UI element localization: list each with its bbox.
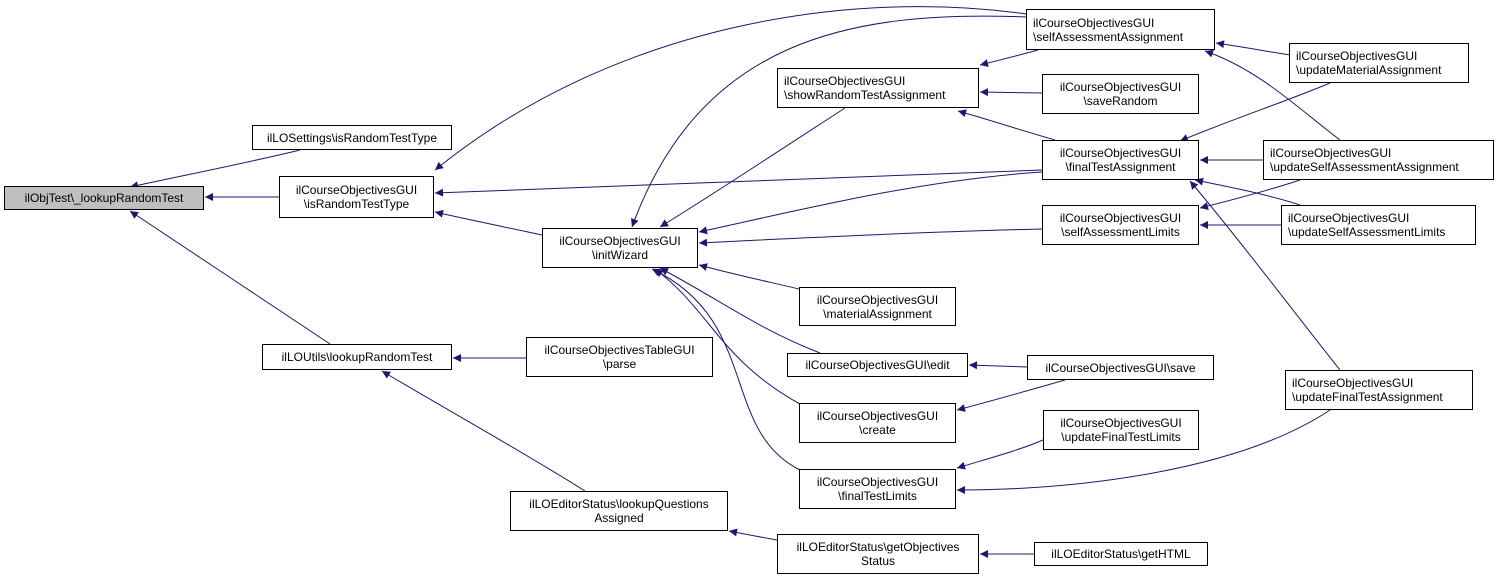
node-label-line: ilCourseObjectivesGUI <box>1060 416 1182 430</box>
call-edge-n18-n8 <box>1204 49 1341 141</box>
node-label-line: \updateFinalTestAssignment <box>1292 390 1443 404</box>
node-label-line: ilCourseObjectivesGUI <box>559 234 681 248</box>
node-label-line: ilCourseObjectivesGUI <box>1292 376 1414 390</box>
function-node[interactable]: ilCourseObjectivesTableGUI\parse <box>526 337 713 377</box>
call-edge-n14-n4 <box>654 268 801 405</box>
call-edge-n10-n4 <box>698 171 1043 235</box>
function-node[interactable]: ilCourseObjectivesGUI\selfAssessmentLimi… <box>1042 205 1199 245</box>
call-edge-n4-n2 <box>434 209 543 236</box>
node-label-line: \parse <box>602 357 637 371</box>
call-edge-n17-n8 <box>1215 40 1291 56</box>
call-edge-n6-n3 <box>381 370 586 492</box>
node-label-line: ilCourseObjectivesTableGUI <box>544 343 695 357</box>
call-edge-n15-n4 <box>651 268 801 471</box>
node-label-line: ilLOEditorStatus\getHTML <box>1051 547 1191 561</box>
call-edge-n12-n4 <box>698 263 800 290</box>
call-edge-n10-n7 <box>957 109 1056 141</box>
function-node[interactable]: ilCourseObjectivesGUI\finalTestLimits <box>799 469 956 509</box>
node-label-line: \updateSelfAssessmentAssignment <box>1270 160 1459 174</box>
call-edge-n22-n10 <box>1189 180 1341 371</box>
node-label-line: \showRandomTestAssignment <box>784 88 946 102</box>
node-label-line: \finalTestAssignment <box>1065 160 1176 174</box>
node-label-line: ilCourseObjectivesGUI <box>816 292 939 307</box>
root-function-node[interactable]: ilObjTest\_lookupRandomTest <box>4 186 204 210</box>
node-label-line: \initWizard <box>591 248 648 262</box>
node-label-line: ilLOEditorStatus\getObjectives <box>796 540 960 554</box>
node-label-line: ilLOUtils\lookupRandomTest <box>281 350 433 364</box>
function-node[interactable]: ilCourseObjectivesGUI\selfAssessmentAssi… <box>1026 9 1215 50</box>
function-node[interactable]: ilCourseObjectivesGUI\initWizard <box>542 228 698 268</box>
call-edge-n9-n7 <box>979 88 1043 97</box>
call-edge-n19-n10 <box>1194 177 1301 206</box>
node-label-line: Assigned <box>594 511 644 525</box>
call-edge-n18-n11 <box>1199 179 1301 210</box>
call-edge-n16-n6 <box>728 528 778 541</box>
function-node[interactable]: ilLOEditorStatus\getHTML <box>1034 542 1208 566</box>
node-label-line: \updateSelfAssessmentLimits <box>1288 225 1446 239</box>
function-node[interactable]: ilCourseObjectivesGUI\materialAssignment <box>799 287 956 326</box>
call-edge-n7-n4 <box>659 107 846 228</box>
call-edge-n17-n10 <box>1179 82 1331 142</box>
function-node[interactable]: ilCourseObjectivesGUI\showRandomTestAssi… <box>777 68 979 108</box>
node-label-line: ilCourseObjectivesGUI <box>1288 211 1410 225</box>
node-label-line: ilLOSettings\isRandomTestType <box>266 130 438 145</box>
node-label-line: ilCourseObjectivesGUI <box>1033 15 1155 30</box>
node-label-line: ilCourseObjectivesGUI <box>784 74 906 88</box>
call-edge-n8-n7 <box>979 49 1039 67</box>
node-label-line: \saveRandom <box>1083 94 1158 108</box>
node-label-line: \selfAssessmentLimits <box>1061 225 1180 239</box>
function-node[interactable]: ilCourseObjectivesGUI\save <box>1027 355 1214 380</box>
function-node[interactable]: ilCourseObjectivesGUI\updateSelfAssessme… <box>1263 140 1494 180</box>
node-label-line: \selfAssessmentAssignment <box>1033 29 1184 44</box>
function-node[interactable]: ilCourseObjectivesGUI\finalTestAssignmen… <box>1042 140 1199 180</box>
node-label-line: ilCourseObjectivesGUI <box>1059 211 1182 225</box>
call-edge-n8-n2 <box>434 6 1027 171</box>
call-edge-n8-n4 <box>630 15 1027 228</box>
node-label-line: \isRandomTestType <box>303 197 410 211</box>
node-label-line: ilCourseObjectivesGUI <box>816 475 939 489</box>
node-label-line: ilCourseObjectivesGUI <box>1059 146 1182 160</box>
node-label-line: \finalTestLimits <box>838 489 917 503</box>
node-label-line: ilCourseObjectivesGUI <box>1296 49 1418 63</box>
function-node[interactable]: ilCourseObjectivesGUI\updateMaterialAssi… <box>1289 43 1469 83</box>
call-edge-n1-n0 <box>129 149 301 190</box>
node-label-line: ilCourseObjectivesGUI <box>816 409 939 423</box>
call-edge-n3-n0 <box>129 210 331 345</box>
function-node[interactable]: ilCourseObjectivesGUI\edit <box>787 353 968 377</box>
node-label-line: Status <box>860 554 896 568</box>
node-label-line: ilCourseObjectivesGUI <box>1059 80 1182 94</box>
function-node[interactable]: ilLOUtils\lookupRandomTest <box>262 344 452 370</box>
function-node[interactable]: ilCourseObjectivesGUI\create <box>799 403 956 443</box>
function-node[interactable]: ilCourseObjectivesGUI\updateFinalTestLim… <box>1043 410 1199 450</box>
node-label-line: ilCourseObjectivesGUI\save <box>1045 360 1196 375</box>
node-label-line: ilCourseObjectivesGUI <box>295 183 418 197</box>
node-label-line: \materialAssignment <box>823 306 932 321</box>
call-edge-n21-n15 <box>956 439 1044 470</box>
node-label-line: \updateMaterialAssignment <box>1296 63 1442 77</box>
node-label-line: \create <box>859 423 896 437</box>
call-edge-n20-n14 <box>956 379 1066 412</box>
call-edge-n22-n15 <box>956 409 1331 494</box>
function-node[interactable]: ilCourseObjectivesGUI\saveRandom <box>1042 74 1199 114</box>
function-node[interactable]: ilCourseObjectivesGUI\updateFinalTestAss… <box>1285 370 1473 410</box>
node-label-line: ilCourseObjectivesGUI\edit <box>805 358 950 372</box>
call-edge-n11-n4 <box>698 228 1043 247</box>
function-node[interactable]: ilCourseObjectivesGUI\updateSelfAssessme… <box>1281 205 1476 245</box>
node-label-line: ilCourseObjectivesGUI <box>1270 146 1392 160</box>
node-label-line: ilObjTest\_lookupRandomTest <box>24 191 184 205</box>
function-node[interactable]: ilLOSettings\isRandomTestType <box>252 125 452 150</box>
node-label-line: \updateFinalTestLimits <box>1061 430 1181 444</box>
node-label-line: ilLOEditorStatus\lookupQuestions <box>529 497 709 511</box>
call-edge-n13-n4 <box>659 267 821 354</box>
function-node[interactable]: ilCourseObjectivesGUI\isRandomTestType <box>279 176 434 218</box>
call-edge-n20-n13 <box>968 361 1028 370</box>
